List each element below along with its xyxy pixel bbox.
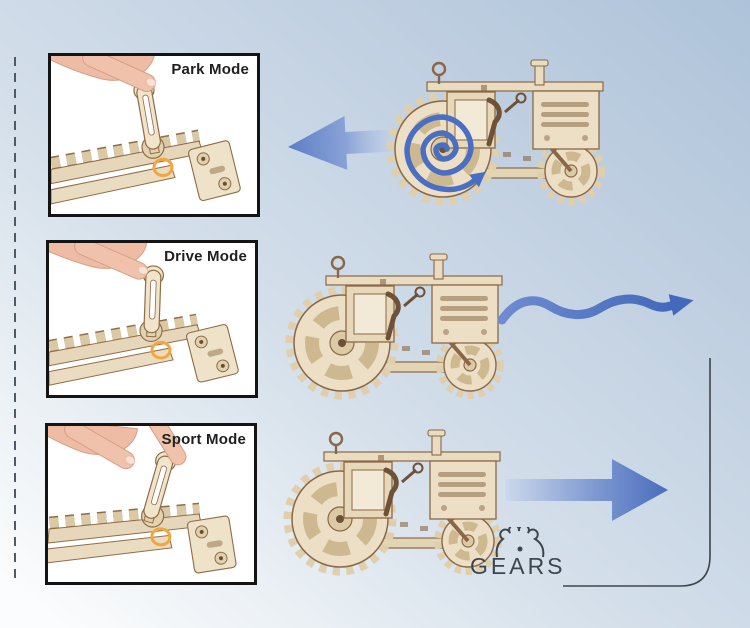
gear-crown-icon: [495, 527, 545, 557]
gears-logo: GEARS: [468, 527, 598, 585]
park-photo-illustration: [51, 56, 257, 214]
gears-logo-text: GEARS: [470, 553, 566, 579]
tractor-drive-illustration: [290, 254, 502, 395]
hand-part: [49, 243, 151, 283]
hand-part: [48, 426, 142, 474]
drive-photo-illustration: [49, 243, 255, 395]
tractor-park-illustration: [391, 60, 603, 201]
photo-drive-mode: Drive Mode: [46, 240, 258, 398]
arrow-straight-right-icon: [505, 459, 668, 521]
arrow-wavy-right-icon: [497, 294, 694, 325]
photo-sport-mode: Sport Mode: [45, 423, 257, 585]
arrow-left-fading-icon: [288, 116, 419, 170]
mode-label: Drive Mode: [164, 248, 247, 265]
photo-park-mode: Park Mode: [48, 53, 260, 217]
mechanism-base-part: [51, 136, 241, 204]
mechanism-base-part: [49, 320, 239, 385]
wheel-spin-spiral-icon: [404, 114, 486, 193]
hand-part: [51, 56, 159, 95]
mode-label: Sport Mode: [161, 431, 246, 448]
mode-label: Park Mode: [171, 61, 249, 78]
sport-photo-illustration: [48, 426, 254, 582]
